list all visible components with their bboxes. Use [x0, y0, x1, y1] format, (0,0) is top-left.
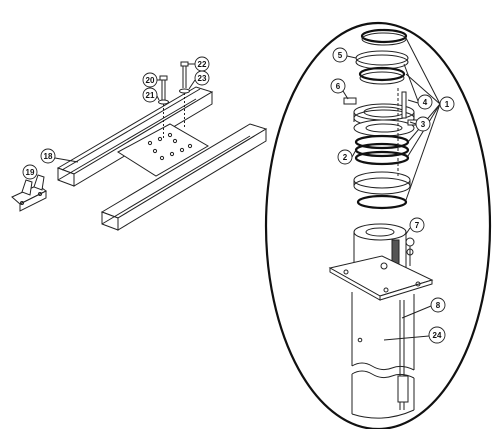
svg-text:20: 20 — [146, 76, 155, 85]
callout-4: 4 — [403, 63, 433, 110]
callout-1: 1 — [405, 37, 455, 201]
callout-18: 18 — [40, 148, 79, 164]
bolt-assembly-20-21 — [158, 75, 169, 138]
column-base-plate — [328, 255, 434, 301]
callout-2: 2 — [337, 149, 357, 165]
lower-flange — [353, 171, 411, 195]
callout-20: 20 — [142, 72, 160, 88]
callout-3: 3 — [409, 116, 431, 132]
callout-21: 21 — [142, 87, 160, 103]
svg-text:5: 5 — [338, 51, 343, 60]
callout-5: 5 — [332, 47, 357, 63]
bearing-housing — [343, 91, 419, 137]
svg-text:19: 19 — [26, 168, 35, 177]
svg-text:21: 21 — [146, 91, 155, 100]
mounting-bracket — [11, 174, 47, 212]
svg-text:3: 3 — [421, 120, 426, 129]
column-tube — [351, 292, 415, 419]
svg-text:4: 4 — [423, 98, 428, 107]
svg-text:8: 8 — [436, 301, 441, 310]
callout-22: 22 — [188, 56, 210, 72]
svg-text:6: 6 — [336, 82, 341, 91]
seal-ring-top — [360, 28, 408, 46]
callout-23: 23 — [188, 70, 210, 90]
i-beam-base-frame — [56, 86, 268, 231]
svg-text:24: 24 — [433, 331, 442, 340]
svg-text:18: 18 — [44, 152, 53, 161]
plate-bolt-holes — [147, 132, 193, 161]
bearing-ring-stack — [354, 134, 410, 166]
svg-text:22: 22 — [198, 60, 207, 69]
svg-text:7: 7 — [415, 221, 420, 230]
svg-text:2: 2 — [343, 153, 348, 162]
seal-ring-upper — [358, 66, 406, 85]
callout-24: 24 — [383, 326, 446, 344]
callout-7: 7 — [405, 217, 425, 235]
svg-text:1: 1 — [445, 100, 450, 109]
seal-ring-5 — [355, 50, 409, 70]
callout-6: 6 — [330, 78, 349, 100]
svg-text:23: 23 — [198, 74, 207, 83]
o-ring — [356, 194, 408, 210]
callout-8: 8 — [401, 297, 446, 319]
callout-19: 19 — [22, 164, 38, 180]
